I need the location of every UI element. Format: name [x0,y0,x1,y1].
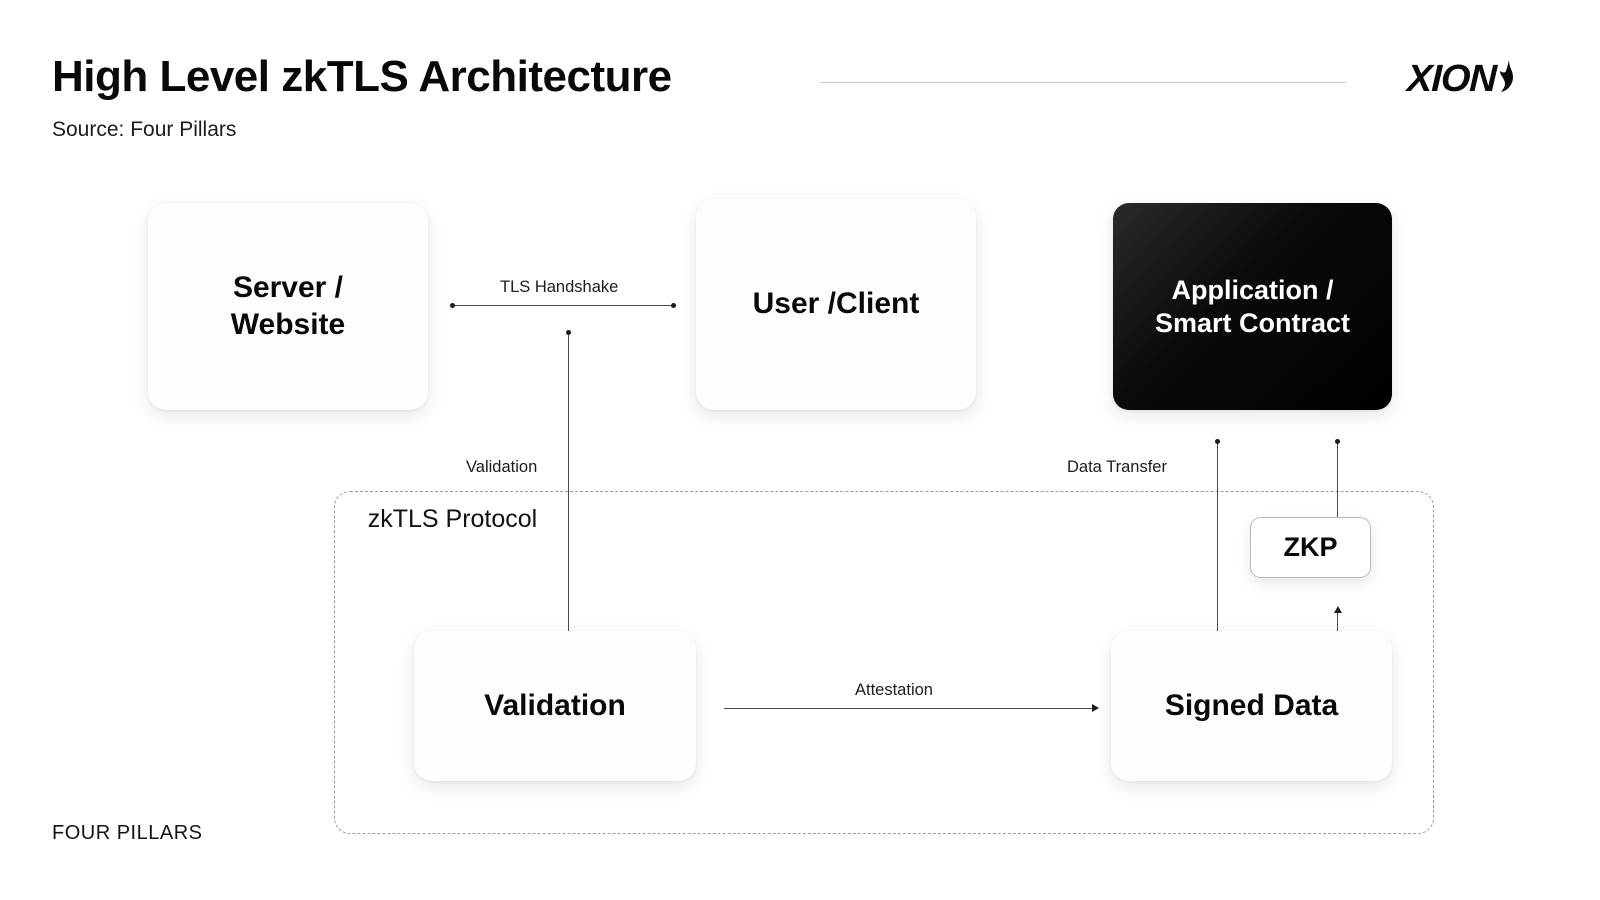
node-application-smart-contract[interactable]: Application / Smart Contract [1113,203,1392,410]
node-server-website-label: Server / Website [231,270,345,343]
xion-logo: XION [1406,58,1514,101]
node-server-website[interactable]: Server / Website [148,203,428,410]
edge-label-validation: Validation [466,458,538,476]
edge-label-tls-handshake: TLS Handshake [500,278,619,296]
edge-validation-line [568,334,570,632]
flame-icon [1500,59,1513,92]
node-server-website-line1: Server / [232,270,344,304]
node-application-line2: Smart Contract [1154,307,1351,338]
edge-attestation-line [724,708,1094,710]
node-user-client-label: User /Client [752,287,920,321]
node-application-line1: Application / [1171,274,1334,305]
node-server-website-line2: Website [230,307,346,341]
node-signed-data[interactable]: Signed Data [1111,631,1392,781]
edge-label-attestation: Attestation [855,681,933,699]
edge-zkp-to-application-line [1337,443,1339,517]
page-title: High Level zkTLS Architecture [52,52,672,101]
edge-data-transfer-line [1217,443,1219,631]
edge-label-data-transfer: Data Transfer [1067,458,1167,476]
edge-signed-to-zkp-line [1337,613,1339,632]
xion-wordmark: XION [1406,58,1497,100]
node-validation-label: Validation [484,688,626,722]
node-zkp[interactable]: ZKP [1250,517,1371,578]
node-signed-data-label: Signed Data [1164,688,1339,722]
node-zkp-label: ZKP [1283,532,1338,562]
edge-tls-handshake-cap-right [671,303,676,308]
source-label: Source: Four Pillars [52,118,237,141]
edge-attestation-arrowhead [1092,704,1099,712]
edge-zkp-to-application-cap [1335,439,1340,444]
edge-tls-handshake-line [453,305,675,307]
zktls-protocol-boundary [334,491,1434,834]
edge-data-transfer-cap [1215,439,1220,444]
node-validation[interactable]: Validation [414,631,696,781]
edge-validation-cap [566,330,571,335]
node-application-smart-contract-label: Application / Smart Contract [1155,274,1350,340]
edge-signed-to-zkp-arrowhead [1334,606,1342,613]
footer-brand: FOUR PILLARS [52,822,203,844]
node-user-client[interactable]: User /Client [696,199,976,410]
title-divider [820,82,1346,83]
edge-tls-handshake-cap-left [450,303,455,308]
